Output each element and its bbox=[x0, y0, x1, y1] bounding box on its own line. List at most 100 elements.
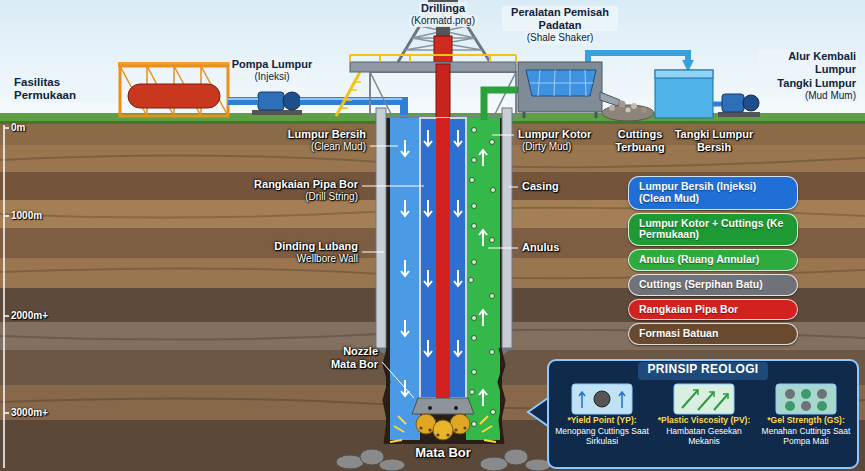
shale-shaker-part bbox=[600, 92, 620, 106]
legend-swatch: Rangkaian Pipa Bor bbox=[628, 299, 798, 321]
flow-label: Lumpur Kotor bbox=[518, 128, 591, 141]
drilling-rig-part bbox=[336, 72, 360, 116]
cuttings-pile-part bbox=[609, 105, 615, 111]
cuttings-particles-part bbox=[470, 178, 475, 183]
cuttings-pile-part bbox=[626, 108, 631, 113]
principle-card: *Plastic Viscosity (PV):Hambatan Gesekan… bbox=[655, 382, 753, 446]
cuttings-particles-part bbox=[490, 140, 495, 145]
shale-shaker-part bbox=[523, 112, 526, 118]
rig-label: Drillinga bbox=[419, 2, 467, 15]
leader-lines-part bbox=[370, 146, 398, 147]
wellbore-part bbox=[390, 118, 420, 440]
legend: Lumpur Bersih (Injeksi) (Clean Mud)Lumpu… bbox=[628, 176, 798, 345]
mud-tank-part bbox=[655, 70, 713, 78]
legend-swatch: Formasi Batuan bbox=[628, 323, 798, 345]
equipment-label: Peralatan Pemisah Padatan bbox=[502, 6, 618, 31]
depth-axis-part bbox=[4, 215, 9, 217]
legend-text: Formasi Batuan bbox=[639, 328, 787, 340]
card-text: Menopang Cuttings Saat Sirkulasi bbox=[553, 427, 651, 447]
legend-swatch: Lumpur Bersih (Injeksi) (Clean Mud) bbox=[628, 176, 798, 210]
yield-point-icon-part bbox=[572, 384, 632, 414]
return-pipe-part bbox=[484, 90, 519, 120]
part-label: Tangki Lumpur Bersih bbox=[670, 128, 758, 153]
part-label: Mata Bor bbox=[415, 446, 471, 461]
flow-label: Lumpur Bersih bbox=[288, 128, 366, 141]
cuttings-particles-part bbox=[472, 128, 477, 133]
gel-strength-icon-part bbox=[785, 389, 795, 399]
cuttings-particles-part bbox=[469, 278, 474, 283]
flow-arrows-part bbox=[454, 130, 462, 146]
equipment-label: Tangki Lumpur bbox=[775, 77, 858, 90]
drilling-rig-part bbox=[350, 55, 516, 62]
cuttings-particles-part bbox=[491, 188, 496, 193]
equipment-label: Pompa Lumpur bbox=[230, 58, 315, 71]
flow-arrows-part bbox=[454, 340, 462, 356]
cuttings-pile-part bbox=[602, 105, 654, 121]
card-text: Hambatan Gesekan Mekanis bbox=[655, 427, 753, 447]
surface-facility-part bbox=[120, 66, 228, 116]
drilling-rig bbox=[336, 0, 516, 118]
drill-bit-part bbox=[412, 398, 474, 414]
mud-pump-part bbox=[252, 110, 302, 115]
mud-tank-part bbox=[743, 95, 759, 111]
cuttings-particles-part bbox=[472, 422, 477, 427]
cuttings-particles-part bbox=[472, 336, 477, 341]
plastic-viscosity-icon bbox=[674, 384, 734, 414]
mud-tank-part bbox=[713, 102, 722, 107]
legend-swatch: Lumpur Kotor + Cuttings (Ke Permukaan) bbox=[628, 213, 798, 247]
leader-lines-part bbox=[509, 187, 518, 188]
yield-point-icon-part bbox=[579, 392, 625, 408]
part-label: Anulus bbox=[522, 241, 559, 254]
legend-swatch: Anulus (Ruang Annular) bbox=[628, 249, 798, 271]
depth-axis-part bbox=[3, 125, 5, 468]
flow-arrows-part bbox=[424, 340, 432, 356]
shale-shaker-part bbox=[530, 70, 593, 96]
shale-shaker-part bbox=[526, 70, 596, 96]
panel-heading: PRINSIP REOLOGI bbox=[548, 363, 858, 377]
drill-bit-part bbox=[428, 428, 431, 431]
cuttings-particles-part bbox=[491, 410, 496, 415]
gel-strength-icon-part bbox=[785, 401, 795, 411]
flow-arrows-part bbox=[479, 150, 487, 166]
drill-bit-part bbox=[463, 426, 466, 429]
flow-arrows-part bbox=[401, 260, 409, 276]
drill-bit-part bbox=[436, 433, 439, 436]
yield-point-icon-part bbox=[594, 391, 610, 407]
drill-bit-part bbox=[428, 406, 432, 410]
cuttings-particles-part bbox=[472, 204, 477, 209]
part-label: Nozzle bbox=[343, 345, 378, 358]
cuttings-particles-part bbox=[490, 350, 495, 355]
flow-arrows-part bbox=[424, 200, 432, 216]
equipment-sublabel: (Shale Shaker) bbox=[525, 32, 596, 44]
rheology-panel-part bbox=[528, 398, 548, 426]
drill-bit-part bbox=[454, 428, 457, 431]
principle-card: *Yield Point (YP):Menopang Cuttings Saat… bbox=[553, 382, 651, 446]
gel-strength-icon-part bbox=[801, 389, 811, 399]
cuttings-particles-part bbox=[470, 390, 475, 395]
legend-text: Anulus (Ruang Annular) bbox=[639, 254, 787, 266]
leader-lines-part bbox=[488, 248, 518, 249]
area-label: Fasilitas Permukaan bbox=[12, 76, 116, 102]
clean-mud-pipe-part bbox=[228, 98, 402, 100]
surface-facility-part bbox=[120, 66, 228, 116]
mud-pump-part bbox=[258, 92, 284, 110]
leader-lines-part bbox=[362, 186, 424, 187]
depth-label: 3000m+ bbox=[11, 407, 48, 419]
shale-shaker-part bbox=[518, 62, 602, 112]
depth-axis-part bbox=[4, 315, 9, 317]
flow-label: Alur Kembali Lumpur bbox=[758, 50, 858, 75]
legend-text: Rangkaian Pipa Bor bbox=[639, 304, 787, 316]
shale-shaker-part bbox=[595, 112, 598, 118]
depth-axis bbox=[4, 125, 9, 468]
cuttings-particles-part bbox=[472, 370, 477, 375]
wellbore-part bbox=[386, 118, 502, 444]
drill-bit-part bbox=[419, 426, 422, 429]
flow-arrows bbox=[401, 130, 487, 406]
leader-lines-part bbox=[362, 252, 384, 253]
rock-rubble-part bbox=[480, 457, 508, 471]
wellbore bbox=[376, 108, 512, 444]
flow-arrows-part bbox=[401, 320, 409, 336]
mud-pump-part bbox=[283, 92, 301, 110]
gel-strength-icon-part bbox=[817, 389, 827, 399]
